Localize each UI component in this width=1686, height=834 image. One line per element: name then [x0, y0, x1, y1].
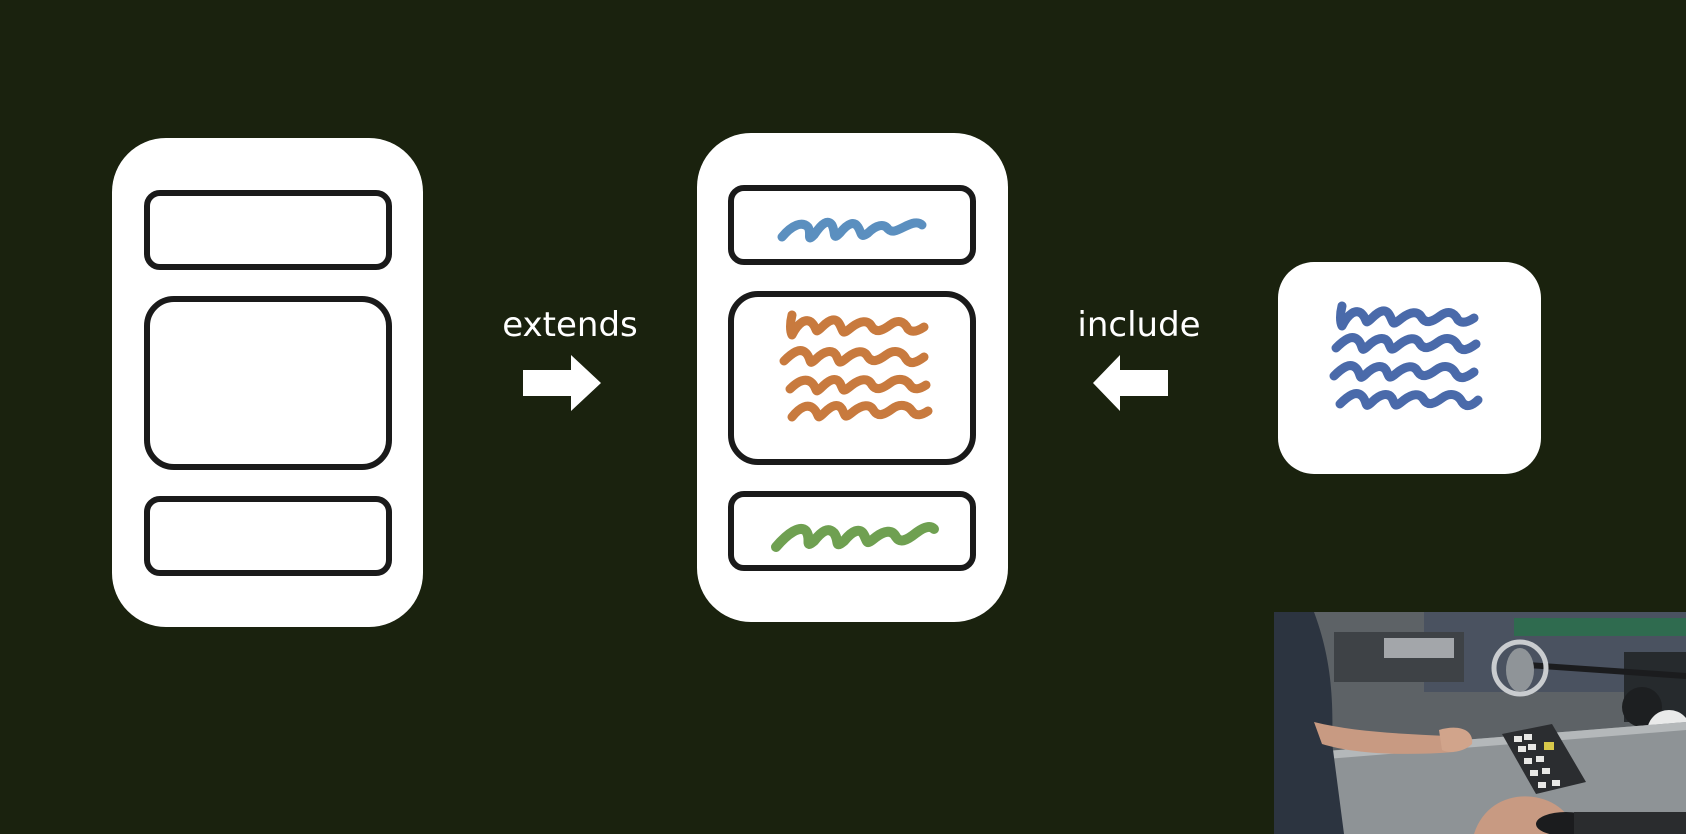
- footer-scribble-icon: [771, 521, 939, 552]
- body-scribble-icon: [779, 310, 933, 422]
- base-layout-header-slot: [144, 190, 392, 270]
- presenter-webcam: [1274, 612, 1686, 834]
- arrow-left-icon: [1093, 355, 1168, 411]
- extends-label: extends: [502, 305, 638, 345]
- base-layout-body-slot: [144, 296, 392, 470]
- child-page-header-block: [728, 185, 976, 265]
- webcam-frame-image: [1274, 612, 1686, 834]
- header-scribble-icon: [777, 217, 927, 243]
- child-page-footer-block: [728, 491, 976, 571]
- included-partial-card: [1278, 262, 1541, 474]
- child-page-body-block: [728, 291, 976, 465]
- child-page-card: [697, 133, 1008, 622]
- base-layout-footer-slot: [144, 496, 392, 576]
- base-layout-card: [112, 138, 423, 627]
- included-scribble-icon: [1329, 301, 1483, 411]
- include-label: include: [1077, 305, 1201, 345]
- arrow-right-icon: [523, 355, 601, 411]
